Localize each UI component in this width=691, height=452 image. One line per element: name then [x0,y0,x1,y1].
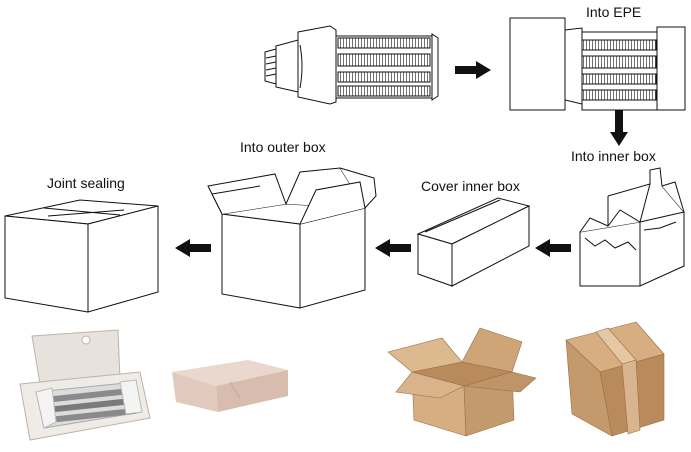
epe-foam-wrapped-bulb [509,17,686,111]
arrow-left-icon [375,239,411,257]
photo-closed-pink-box [172,360,288,412]
photo-sealed-cardboard-box [565,321,665,437]
label-into-outer-box: Into outer box [240,139,326,155]
arrow-right-icon [455,61,491,79]
arrow-left-icon [175,239,211,257]
label-into-inner-box: Into inner box [571,148,656,164]
arrow-left-icon [535,239,571,257]
closed-inner-box-drawing [416,197,531,287]
photo-open-cardboard-box [387,327,537,437]
inner-box-open-drawing [579,167,685,287]
outer-box-open-drawing [207,167,377,309]
led-corn-bulb [264,25,439,105]
arrow-down-icon [610,110,628,146]
label-into-epe: Into EPE [586,4,642,20]
sealed-box-drawing [4,199,159,313]
label-cover-inner-box: Cover inner box [421,178,520,194]
photo-inner-box-with-bulbs [19,329,151,441]
label-joint-sealing: Joint sealing [47,175,125,191]
